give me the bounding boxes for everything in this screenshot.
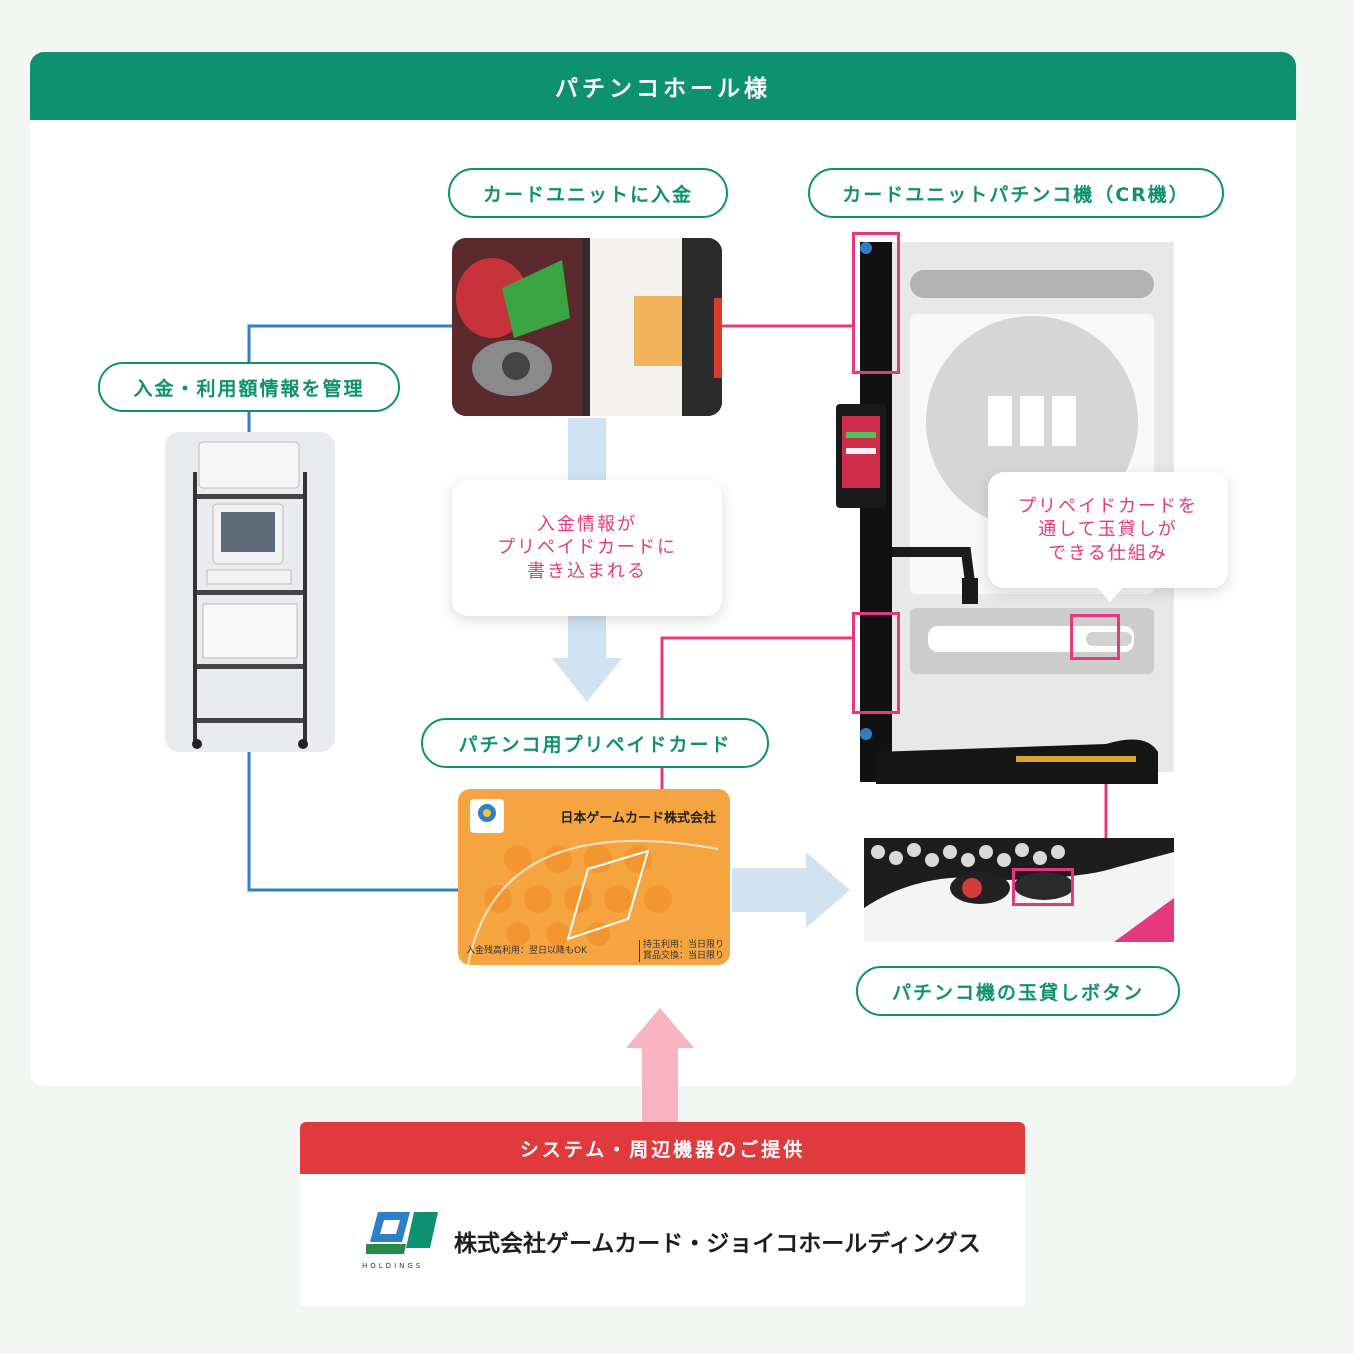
- ball-button-highlight: [1012, 868, 1074, 906]
- card-unit-photo: [452, 238, 722, 416]
- provider-company-name: 株式会社ゲームカード・ジョイコホールディングス: [454, 1231, 981, 1257]
- blue-line-bottom: [247, 752, 458, 892]
- bubble-lend-line-1: プリペイドカードを: [1018, 495, 1198, 517]
- card-terms: 持玉利用：当日限り 賞品交換：当日限り: [638, 939, 724, 962]
- logo-holdings: HOLDINGS: [362, 1262, 424, 1270]
- bubble-write-line-3: 書き込まれる: [527, 560, 647, 582]
- ball-button-photo: [864, 838, 1174, 942]
- card-slot-highlight-bottom: [852, 612, 900, 714]
- provider-body: HOLDINGS 株式会社ゲームカード・ジョイコホールディングス: [300, 1174, 1025, 1306]
- card-pattern: [467, 799, 719, 965]
- label-deposit: カードユニットに入金: [448, 168, 728, 218]
- management-terminal-photo: [165, 432, 335, 752]
- right-arrow: [732, 852, 850, 928]
- provider-header: システム・周辺機器のご提供: [300, 1122, 1025, 1174]
- company-logo: [366, 1212, 438, 1254]
- card-company-name: 日本ゲームカード株式会社: [560, 811, 716, 826]
- label-manage: 入金・利用額情報を管理: [98, 362, 400, 412]
- bubble-write-info: 入金情報が プリペイドカードに 書き込まれる: [452, 480, 722, 616]
- bubble-write-line-1: 入金情報が: [537, 513, 637, 535]
- lend-button-highlight: [1070, 614, 1120, 660]
- bubble-lend-tail: [1096, 586, 1124, 602]
- blue-line-top: [247, 324, 452, 362]
- prepaid-card: 日本ゲームカード株式会社 入金残高利用：翌日以降もOK 持玉利用：当日限り 賞品…: [458, 789, 730, 965]
- label-ball-button: パチンコ機の玉貸しボタン: [856, 966, 1180, 1016]
- bubble-write-line-2: プリペイドカードに: [497, 537, 677, 559]
- card-balance-note: 入金残高利用：翌日以降もOK: [466, 946, 587, 956]
- bubble-lend-line-3: できる仕組み: [1048, 542, 1168, 564]
- label-cr-machine: カードユニットパチンコ機（CR機）: [808, 168, 1224, 218]
- bubble-lend-balls: プリペイドカードを 通して玉貸しが できる仕組み: [988, 472, 1228, 588]
- card-terms-line-1: 持玉利用：当日限り: [642, 939, 724, 950]
- bubble-lend-line-2: 通して玉貸しが: [1038, 519, 1178, 541]
- label-prepaid-card: パチンコ用プリペイドカード: [421, 718, 769, 768]
- up-arrow: [626, 1008, 694, 1122]
- card-slot-highlight-top: [852, 232, 900, 374]
- card-terms-line-2: 賞品交換：当日限り: [642, 950, 724, 961]
- panel-header: パチンコホール様: [30, 52, 1296, 120]
